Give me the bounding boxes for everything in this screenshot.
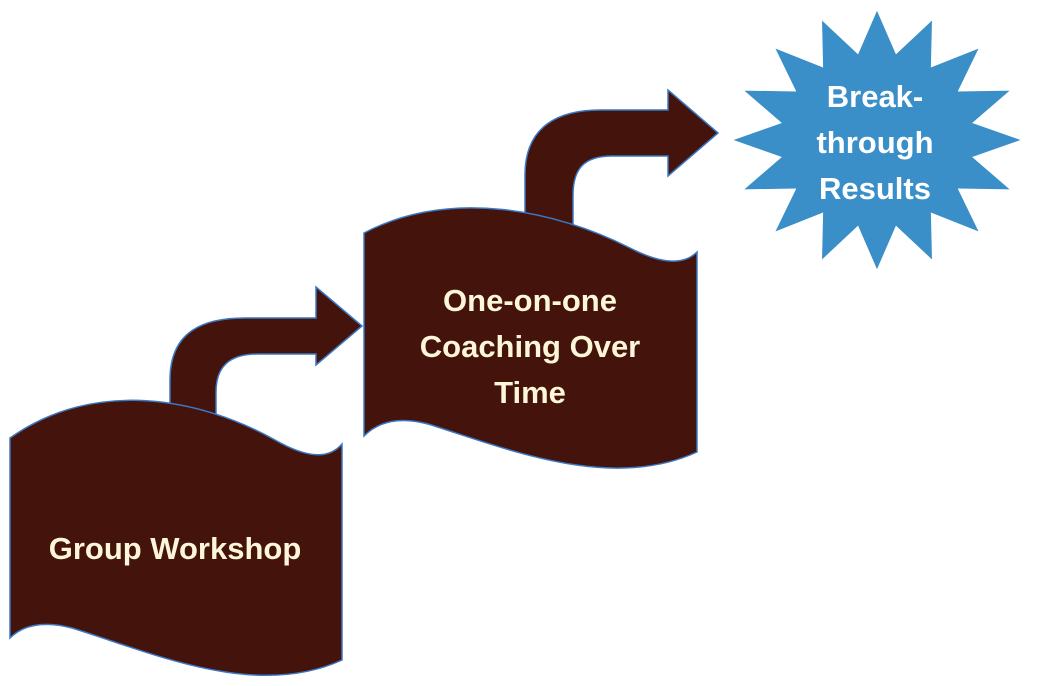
curved-arrow-2 <box>524 88 720 264</box>
curved-arrow-1 <box>169 285 364 472</box>
step-label-group-workshop: Group Workshop <box>10 526 340 572</box>
step-label-line: Time <box>494 375 566 410</box>
goal-label-line: Results <box>819 171 931 206</box>
step-label-line: Group Workshop <box>48 531 302 566</box>
goal-label-line: Break- <box>826 79 924 114</box>
step-banner-group-workshop <box>9 399 343 677</box>
step-label-coaching: One-on-one Coaching Over Time <box>365 278 695 416</box>
step-banner-coaching <box>363 207 698 469</box>
step-label-line: One-on-one <box>443 283 617 318</box>
goal-starburst <box>730 8 1024 272</box>
goal-label-line: through <box>816 125 934 160</box>
step-label-line: Coaching Over <box>419 329 641 364</box>
goal-label: Break- through Results <box>770 74 980 212</box>
